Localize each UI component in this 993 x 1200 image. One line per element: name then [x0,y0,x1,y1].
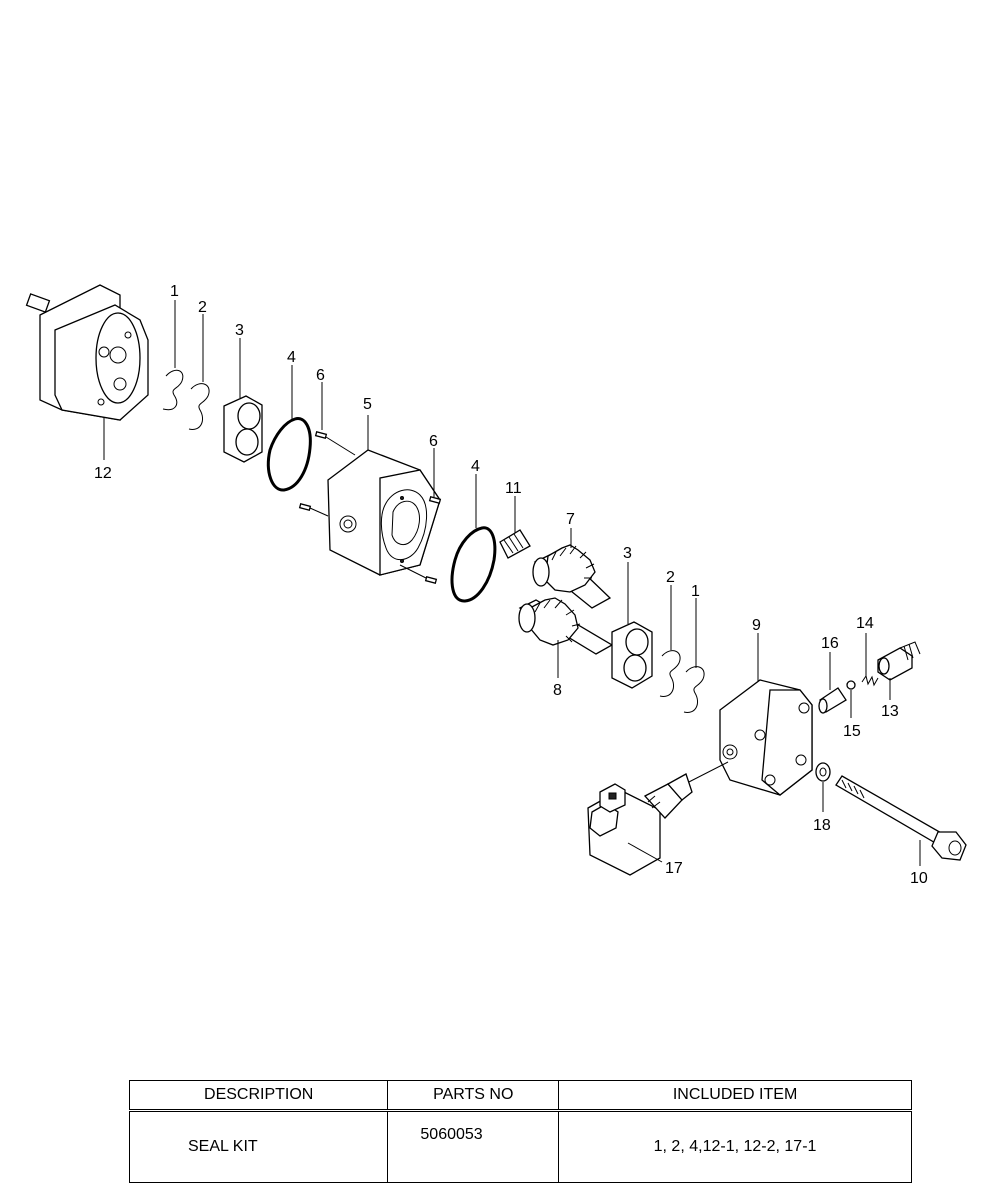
part-8-driven-gear [518,597,614,678]
callout-1-left: 1 [170,283,179,300]
part-1-snap-ring-right [683,598,705,713]
part-10-bolt [835,775,967,866]
part-6-dowel-pins [298,382,328,512]
part-1-snap-ring-left [162,300,184,411]
part-17-solenoid-valve [587,773,693,876]
part-2-snap-ring-right [659,585,681,697]
callout-3-left: 3 [235,322,244,339]
part-4-o-ring-right [450,474,497,603]
callout-7: 7 [566,511,575,528]
callout-6-left: 6 [316,367,325,384]
part-13-fitting [877,641,921,700]
callout-10: 10 [910,870,928,887]
callout-11: 11 [505,480,522,497]
callout-6-right: 6 [429,433,438,450]
parts-table: DESCRIPTION PARTS NO INCLUDED ITEM SEAL … [128,1080,912,1183]
part-15-ball [846,680,856,718]
part-16-valve-plug [818,652,847,714]
header-parts-no: PARTS NO [387,1080,560,1112]
exploded-parts-diagram: 1 2 3 4 6 5 6 4 11 7 12 3 2 1 8 9 16 14 … [25,283,967,887]
callout-15: 15 [843,723,861,740]
cell-parts-no: 5060053 [387,1110,560,1183]
callout-5: 5 [363,396,372,413]
part-3-bushing-left [223,338,263,463]
part-2-snap-ring-left [188,314,210,430]
table-row: SEAL KIT 5060053 1, 2, 4,12-1, 12-2, 17-… [128,1110,912,1183]
cell-included-item: 1, 2, 4,12-1, 12-2, 17-1 [558,1110,912,1183]
part-7-drive-gear [532,528,612,609]
callout-12: 12 [94,465,112,482]
callout-13: 13 [881,703,899,720]
callout-8: 8 [553,682,562,699]
callout-18: 18 [813,817,831,834]
part-18-washer [815,762,831,812]
part-9-rear-cover [682,633,813,796]
part-5-gear-housing [309,415,441,585]
callout-1-right: 1 [691,583,700,600]
table-header-row: DESCRIPTION PARTS NO INCLUDED ITEM [128,1080,912,1112]
part-12-front-cover [25,284,149,460]
callout-16: 16 [821,635,839,652]
callout-3-right: 3 [623,545,632,562]
part-3-bushing-right [611,562,653,689]
callout-2-right: 2 [666,569,675,586]
callout-14: 14 [856,615,874,632]
part-6-pin-right [428,448,442,505]
callout-9: 9 [752,617,761,634]
callout-4-left: 4 [287,349,296,366]
header-description: DESCRIPTION [128,1080,389,1112]
part-4-o-ring-left [266,365,312,492]
callout-4-right: 4 [471,458,480,475]
header-included-item: INCLUDED ITEM [558,1080,912,1112]
part-14-spring [861,633,879,687]
callout-17: 17 [665,860,683,877]
callout-2-left: 2 [198,299,207,316]
part-11-needle-bearing [499,496,531,559]
cell-description: SEAL KIT [128,1110,389,1183]
